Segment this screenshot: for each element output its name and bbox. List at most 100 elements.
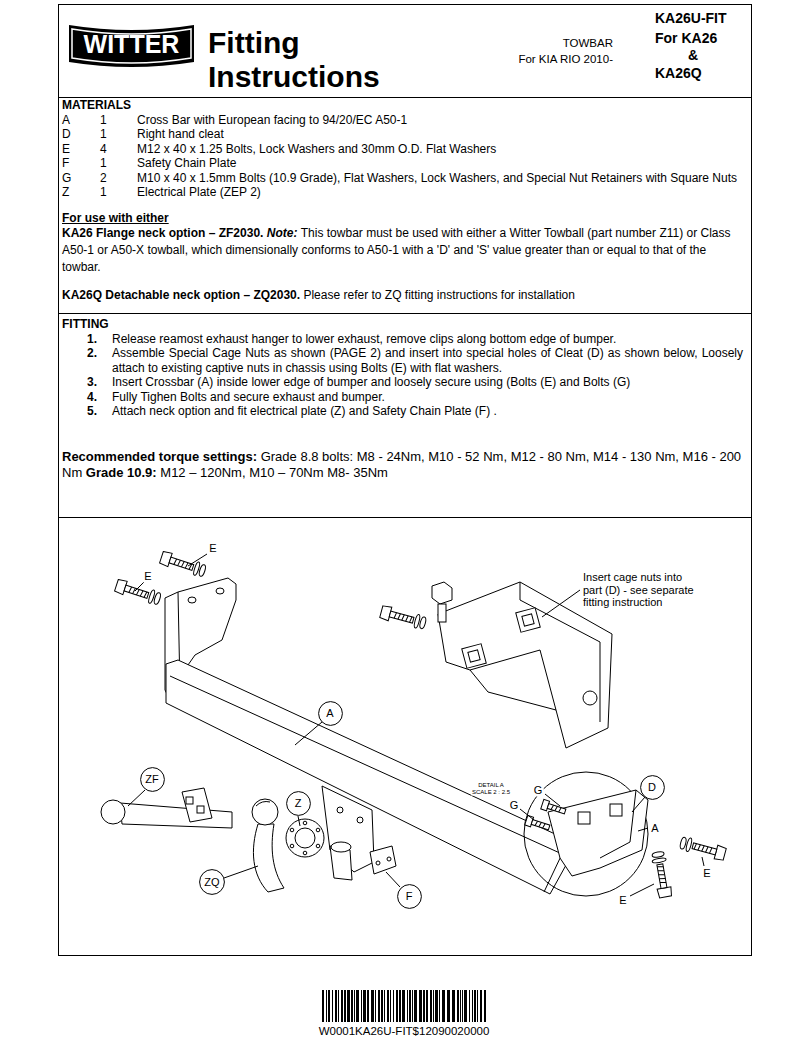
barcode-bar <box>477 990 478 1022</box>
barcode-bar <box>322 990 324 1022</box>
electrical-plate <box>295 828 315 848</box>
electrical-plate <box>286 819 324 857</box>
parts-table-cell-block: A1Cross Bar with European facing to 94/2… <box>62 113 743 200</box>
parts-table-cell: 4 <box>100 142 137 157</box>
callout-letter: G <box>533 784 544 797</box>
section-heading-block: FITTING <box>62 317 743 332</box>
parts-table-cell: Safety Chain Plate <box>137 156 743 171</box>
vehicle-text: For KIA RIO 2010- <box>499 51 613 67</box>
callout-letter: ZQ <box>204 876 219 888</box>
parts-table-cell: D <box>62 127 100 142</box>
detail-label: DETAIL A <box>477 782 505 789</box>
detail-circle <box>524 772 648 896</box>
barcode-bar <box>335 990 337 1022</box>
parts-table-cell: A <box>62 113 100 128</box>
flange-neck <box>182 788 212 822</box>
detail-circle <box>525 815 551 832</box>
barcode-bar <box>361 990 362 1022</box>
safety-chain-plate <box>370 846 396 874</box>
torque-text-block: Recommended torque settings:Grade 8.8 bo… <box>62 449 743 481</box>
cleat-detail <box>438 604 446 622</box>
part-code: KA26U-FIT <box>655 9 727 27</box>
torque-text: Recommended torque settings: <box>62 449 257 464</box>
barcode-bar <box>464 990 467 1022</box>
callout-circle <box>397 884 421 908</box>
leader-line <box>630 884 654 896</box>
callout-circle: ZF <box>140 767 165 792</box>
part-code: & <box>688 46 698 64</box>
leader-line <box>702 857 704 866</box>
torque-text: M12 – 120Nm, M10 – 70Nm M8- 35Nm <box>160 465 388 480</box>
callout-letter: G <box>509 799 520 812</box>
fitting-step: 5. <box>87 404 112 419</box>
barcode-bar <box>452 990 455 1022</box>
bracket-arm <box>188 597 196 603</box>
callout-circle <box>640 775 664 799</box>
callout-circle: Z <box>286 791 311 816</box>
leader-line <box>542 590 580 617</box>
barcode-bar <box>344 990 346 1022</box>
barcode-bar <box>433 990 434 1022</box>
detail-circle <box>524 772 648 896</box>
callout-letter: F <box>406 890 413 902</box>
callout-letter: E <box>702 867 711 880</box>
note-text: KA26Q Detachable neck option – ZQ2030. <box>62 288 300 302</box>
detachable-socket <box>331 842 351 852</box>
cleat-detail <box>583 691 597 705</box>
barcode-bar <box>442 990 445 1022</box>
cleat-detail <box>516 608 540 632</box>
brand-logo: WITTER <box>68 20 195 68</box>
barcode-bar <box>326 990 327 1022</box>
cleat-detail <box>462 644 486 668</box>
callout-circle: D <box>640 775 665 800</box>
cleat-detail <box>379 582 612 748</box>
fitting-section: FITTING1.Release reamost exhaust hanger … <box>58 313 752 518</box>
section-heading: FITTING <box>62 317 109 331</box>
leader-line <box>386 872 400 887</box>
leader-line <box>135 582 144 591</box>
barcode-bar <box>351 990 353 1022</box>
callout-letter: E <box>618 894 627 907</box>
bolt <box>651 851 673 898</box>
barcode-bar <box>390 990 391 1022</box>
callout-letter: Z <box>295 797 302 809</box>
mounting-plate <box>357 817 363 823</box>
barcode-bar <box>457 990 459 1022</box>
note-text: KA26 Flange neck option – ZF2030. <box>62 226 263 240</box>
bolt <box>159 551 207 578</box>
barcode-bar <box>393 990 394 1022</box>
electrical-plate <box>316 828 320 832</box>
towball-neck <box>252 799 284 892</box>
callout-letter: A <box>326 707 333 719</box>
flange-neck <box>101 800 125 824</box>
detail-circle <box>578 812 590 824</box>
parts-table-cell: 1 <box>100 113 137 128</box>
fitting-step: 1. <box>87 332 112 347</box>
callout-letter: D <box>648 781 656 793</box>
parts-table-cell: 1 <box>100 127 137 142</box>
fitting-step: Attach neck option and fit electrical pl… <box>112 404 743 419</box>
detail-circle <box>638 828 648 831</box>
barcode-bar <box>447 990 450 1022</box>
barcode-bar <box>363 990 366 1022</box>
fitting-step: 3. <box>87 375 112 390</box>
parts-table-cell: Z <box>62 185 100 200</box>
barcode-bar <box>371 990 374 1022</box>
parts-table-cell: G <box>62 171 100 186</box>
barcode-bar <box>328 990 330 1022</box>
parts-table-cell: 1 <box>100 156 137 171</box>
fitting-step: Release reamost exhaust hanger to lower … <box>112 332 743 347</box>
barcode-bar <box>367 990 369 1022</box>
cleat-detail <box>522 614 534 626</box>
barcode-bar <box>354 990 355 1022</box>
fitting-step: Assemble Special Cage Nuts as shown (PAG… <box>112 346 743 375</box>
detail-circle <box>610 804 622 816</box>
barcode-bar <box>439 990 440 1022</box>
barcode-bar <box>409 990 411 1022</box>
leader-line <box>224 866 258 878</box>
barcode-bar <box>460 990 461 1022</box>
leader-line <box>128 790 145 806</box>
parts-table-cell: 1 <box>100 185 137 200</box>
barcode-bar <box>341 990 343 1022</box>
electrical-plate <box>303 821 307 825</box>
